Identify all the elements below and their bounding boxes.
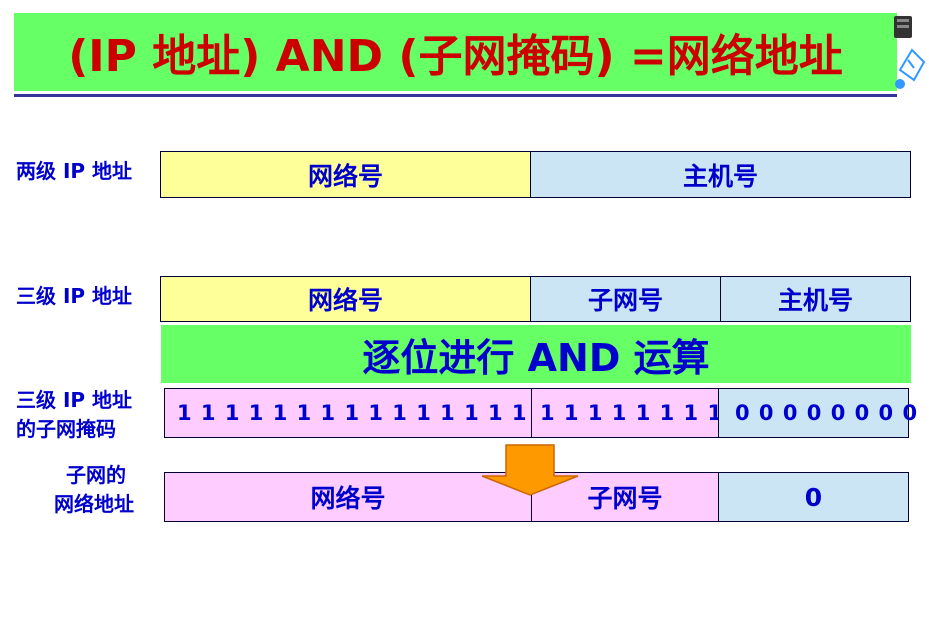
down-arrow-icon — [481, 444, 579, 496]
bitwise-and-banner: 逐位进行 AND 运算 — [161, 325, 911, 383]
title-underline — [14, 94, 897, 97]
three-level-network-field: 网络号 — [160, 276, 531, 322]
mask-host-bits: 0 0 0 0 0 0 0 0 — [718, 388, 917, 438]
result-network-field: 网络号 — [164, 472, 532, 522]
page-title: (IP 地址) AND (子网掩码) =网络地址 — [68, 31, 843, 82]
result-host-field: 0 — [718, 472, 909, 522]
mask-subnet-bits: 1 1 1 1 1 1 1 1 — [531, 388, 722, 438]
three-level-subnet-field: 子网号 — [530, 276, 721, 322]
three-level-ip-label: 三级 IP 地址 — [16, 284, 133, 308]
network-device-icon — [894, 16, 926, 89]
two-level-host-field: 主机号 — [530, 151, 911, 198]
result-label-line2: 网络地址 — [54, 492, 134, 516]
title-banner: (IP 地址) AND (子网掩码) =网络地址 — [14, 13, 897, 91]
two-level-network-field: 网络号 — [160, 151, 531, 198]
result-label-line1: 子网的 — [66, 463, 126, 487]
mask-network-bits: 1 1 1 1 1 1 1 1 1 1 1 1 1 1 1 1 — [164, 388, 550, 438]
three-level-host-field: 主机号 — [720, 276, 911, 322]
mask-label-line2: 的子网掩码 — [16, 417, 116, 441]
mask-label-line1: 三级 IP 地址 — [16, 388, 133, 412]
two-level-ip-label: 两级 IP 地址 — [16, 159, 133, 183]
